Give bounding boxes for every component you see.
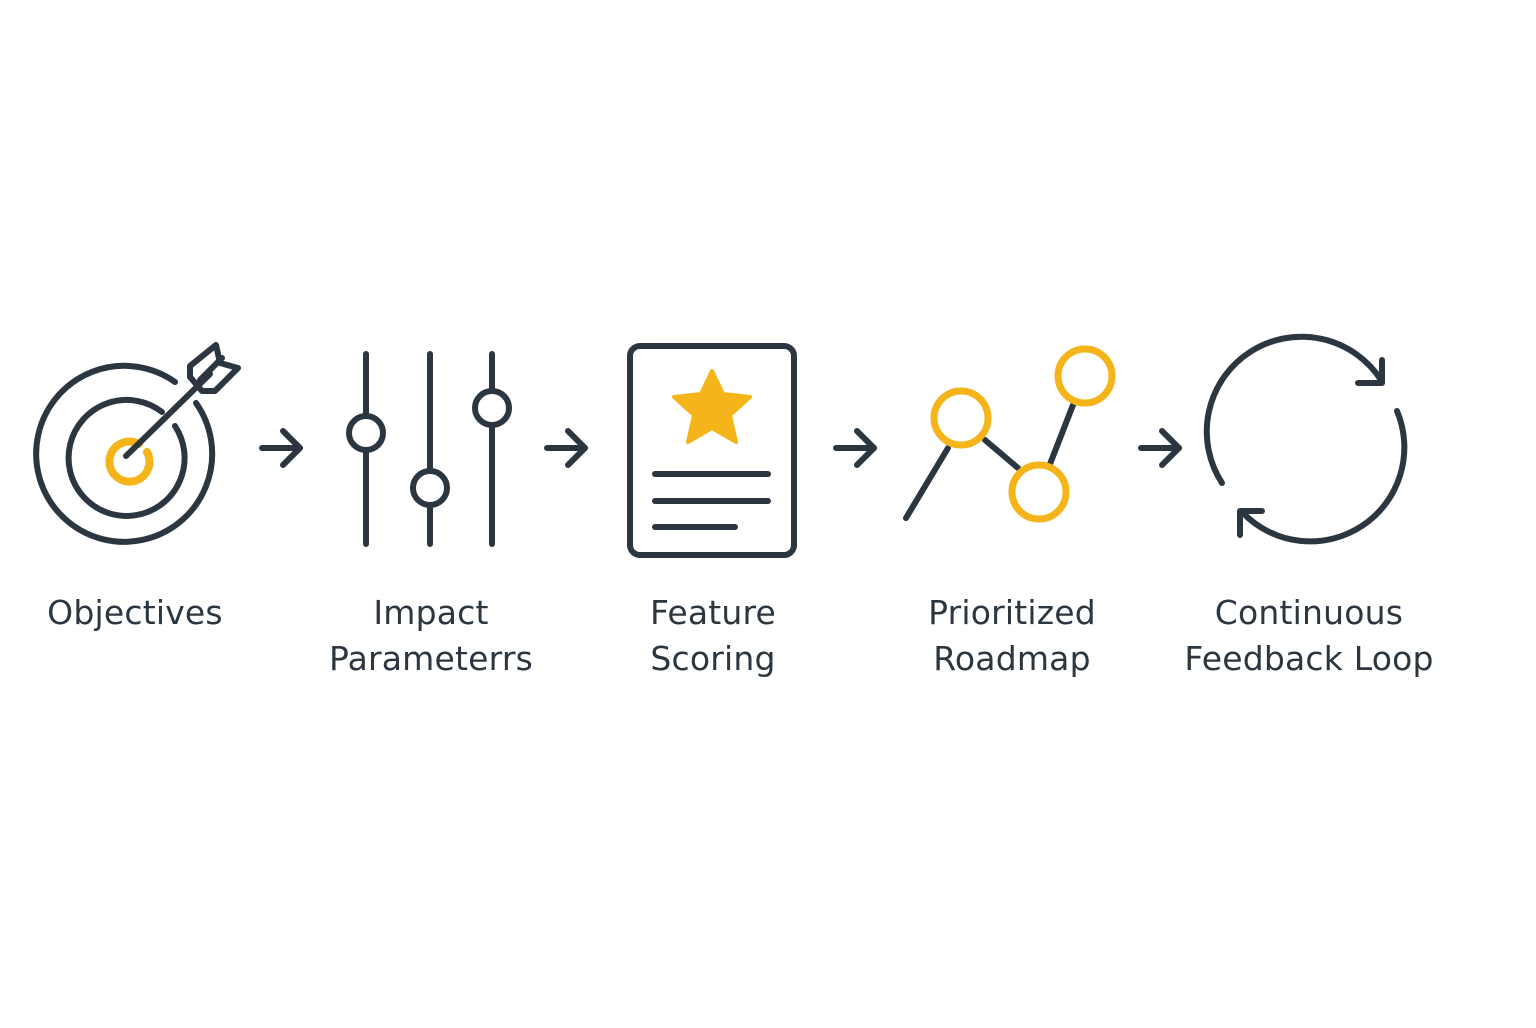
step-label-objectives: Objectives [20, 590, 250, 636]
target-with-arrow-icon [33, 342, 241, 545]
step-label-line: Continuous [1214, 593, 1404, 632]
arrow-right-icon [833, 428, 877, 468]
step-label-impact-parameters: Impact Parameterrs [300, 590, 562, 682]
step-label-continuous-feedback-loop: Continuous Feedback Loop [1150, 590, 1468, 682]
arrow-right-icon [1138, 428, 1182, 468]
sliders-icon [346, 351, 512, 547]
step-label-prioritized-roadmap: Prioritized Roadmap [890, 590, 1134, 682]
arrow-right-icon [544, 428, 588, 468]
arrow-right-icon [259, 428, 303, 468]
step-label-line: Impact [373, 593, 489, 632]
step-label-line: Scoring [650, 639, 776, 678]
step-label-line: Feature [649, 593, 777, 632]
step-label-line: Feedback Loop [1184, 639, 1434, 678]
step-label-feature-scoring: Feature Scoring [600, 590, 826, 682]
document-star-icon [627, 343, 797, 558]
refresh-loop-icon [1203, 333, 1408, 545]
line-chart-nodes-icon [903, 345, 1116, 523]
step-label-line: Objectives [47, 593, 223, 632]
step-label-line: Prioritized [928, 593, 1096, 632]
step-label-line: Parameterrs [328, 639, 534, 678]
step-label-line: Roadmap [933, 639, 1091, 678]
